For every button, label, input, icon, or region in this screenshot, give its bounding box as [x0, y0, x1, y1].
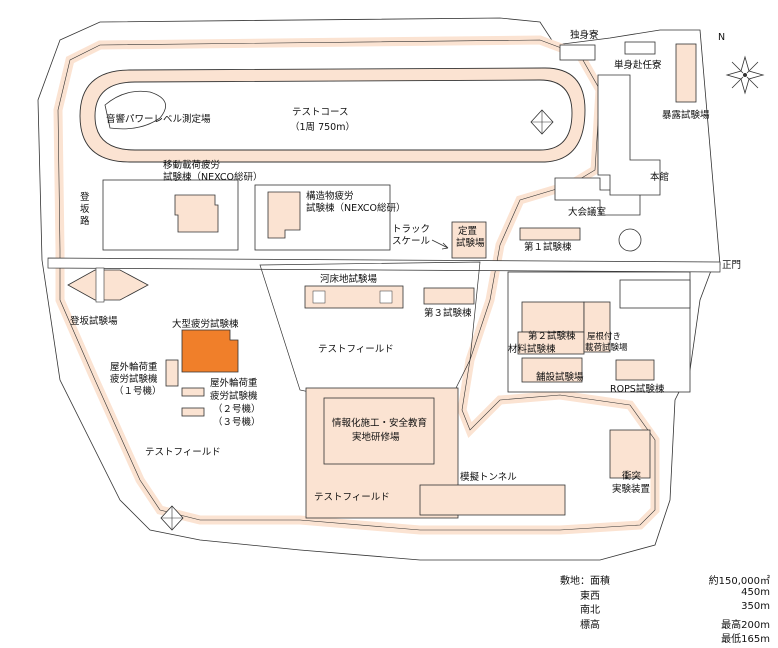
label-single-transfer-dorm: 単身赴任寮	[614, 59, 662, 71]
site-info-row: 標高 最高200m	[560, 616, 770, 631]
label-outdoor2-2: 疲労試験機	[210, 390, 258, 402]
site-info-value: 450m	[741, 586, 770, 598]
label-outdoor2-1: 屋外輪荷重	[210, 377, 258, 389]
label-test-field-bottom: テストフィールド	[314, 492, 390, 503]
label-dormitory: 独身寮	[570, 29, 599, 41]
exposure-lab-building	[675, 43, 697, 103]
lab1-building	[519, 227, 581, 241]
roof-load-lab	[583, 301, 611, 353]
site-info-key: 敷地：面積	[560, 576, 610, 587]
label-lab1: 第１試験棟	[524, 241, 572, 253]
label-mobile-load-2: 試験棟（NEXCO総研）	[163, 171, 263, 183]
slope-lab-shape	[67, 269, 149, 301]
site-info-value: 約150,000㎡	[708, 576, 770, 587]
label-collision-2: 実験装置	[612, 483, 650, 495]
label-mobile-load-1: 移動載荷疲労	[163, 159, 220, 171]
info-training-building	[323, 397, 435, 465]
label-riverbed: 河床地試験場	[320, 273, 378, 285]
label-slope-lab: 登坂試験場	[70, 315, 118, 327]
site-info-key: 南北	[580, 605, 600, 616]
site-info-key: 標高	[580, 619, 600, 631]
label-pavement-lab: 舗設試験場	[536, 371, 584, 383]
compass-rose-icon	[725, 55, 765, 95]
site-info-key: 東西	[580, 590, 600, 602]
label-truck-scale-1: トラック	[392, 224, 430, 235]
label-exposure-lab: 暴露試験場	[662, 109, 710, 121]
label-lab3: 第３試験棟	[424, 307, 472, 319]
label-test-field-left: テストフィールド	[145, 447, 221, 458]
test-course-infield	[94, 79, 573, 151]
label-acoustic: 音響パワーレベル測定場	[106, 113, 211, 125]
large-fatigue-building	[181, 329, 239, 373]
riverbed-lab	[304, 285, 404, 309]
label-test-course-len: （1周 750m）	[290, 121, 355, 133]
label-slope-road-2: 坂	[80, 204, 90, 215]
struct-building	[267, 191, 301, 239]
label-stationary-2: 試験場	[456, 237, 485, 249]
collision-facility	[609, 429, 651, 479]
dormitory-building	[559, 44, 596, 61]
rops-lab-building	[615, 359, 655, 381]
site-info-row: 南北 350m	[560, 601, 770, 616]
label-outdoor1-1: 屋外輪荷重	[110, 361, 158, 373]
lab3-building	[423, 287, 475, 305]
label-outdoor1-2: 疲労試験機	[110, 373, 158, 385]
label-outdoor2-4: （３号機）	[213, 416, 261, 428]
label-rops-lab: ROPS試験棟	[610, 383, 665, 395]
label-test-field-center: テストフィールド	[318, 344, 394, 355]
pavement-lab-building	[521, 357, 583, 383]
label-struct-1: 構造物疲労	[306, 190, 354, 202]
label-stationary-1: 定置	[458, 225, 477, 237]
label-tunnel: 模擬トンネル	[460, 471, 517, 483]
label-outdoor2-3: （２号機）	[213, 403, 261, 415]
diamond-marker-icon	[530, 109, 554, 135]
label-truck-scale-2: スケール	[392, 236, 431, 247]
label-conference: 大会議室	[568, 206, 606, 218]
label-large-fatigue: 大型疲労試験棟	[172, 318, 239, 330]
label-struct-2: 試験棟（NEXCO総研）	[306, 202, 406, 214]
label-main-gate: 正門	[722, 260, 741, 271]
site-info-table: 敷地：面積 約150,000㎡ 東西 450m 南北 350m 標高 最高200…	[560, 572, 770, 645]
label-outdoor1-3: （１号機）	[114, 385, 162, 397]
label-collision-1: 衝突	[622, 470, 642, 482]
lab2-building	[521, 301, 585, 333]
parking	[619, 279, 691, 309]
outdoor-wheel-machine-3	[181, 407, 205, 417]
label-roof-load-2: 載荷試験場	[585, 342, 628, 353]
site-info-value: 350m	[741, 601, 770, 612]
site-info-value: 最低165m	[721, 634, 770, 645]
honkan-building	[597, 74, 661, 196]
outdoor-wheel-machine-2	[181, 387, 205, 397]
label-lab2: 第２試験棟	[528, 330, 576, 342]
site-info-row: 東西 450m	[560, 587, 770, 602]
simulated-tunnel	[419, 484, 566, 516]
mobile-load-building	[174, 194, 219, 233]
outdoor-wheel-machine-1	[165, 359, 179, 387]
label-honkan: 本館	[650, 171, 669, 183]
label-slope-road-3: 路	[80, 215, 90, 227]
site-info-row: 敷地：面積 約150,000㎡	[560, 572, 770, 587]
label-slope-road-1: 登	[80, 192, 90, 203]
site-info-row: 最低165m	[560, 630, 770, 645]
inner-road-horizontal	[47, 257, 721, 273]
label-test-course: テストコース	[292, 107, 349, 118]
label-info-1: 情報化施工・安全教育	[332, 417, 427, 429]
diamond-marker-icon	[160, 505, 184, 531]
conference-hall	[554, 177, 641, 216]
roundabout	[618, 228, 642, 252]
label-info-2: 実地研修場	[352, 431, 400, 443]
label-north: N	[718, 32, 725, 43]
acoustic-area-outline	[104, 90, 167, 130]
arrow-icon	[431, 239, 449, 250]
single-transfer-dorm-building	[624, 41, 656, 55]
label-roof-load-1: 屋根付き	[587, 331, 621, 342]
label-material-lab: 材料試験棟	[508, 343, 556, 355]
site-info-value: 最高200m	[721, 619, 770, 631]
stationary-test-lab	[451, 221, 487, 259]
